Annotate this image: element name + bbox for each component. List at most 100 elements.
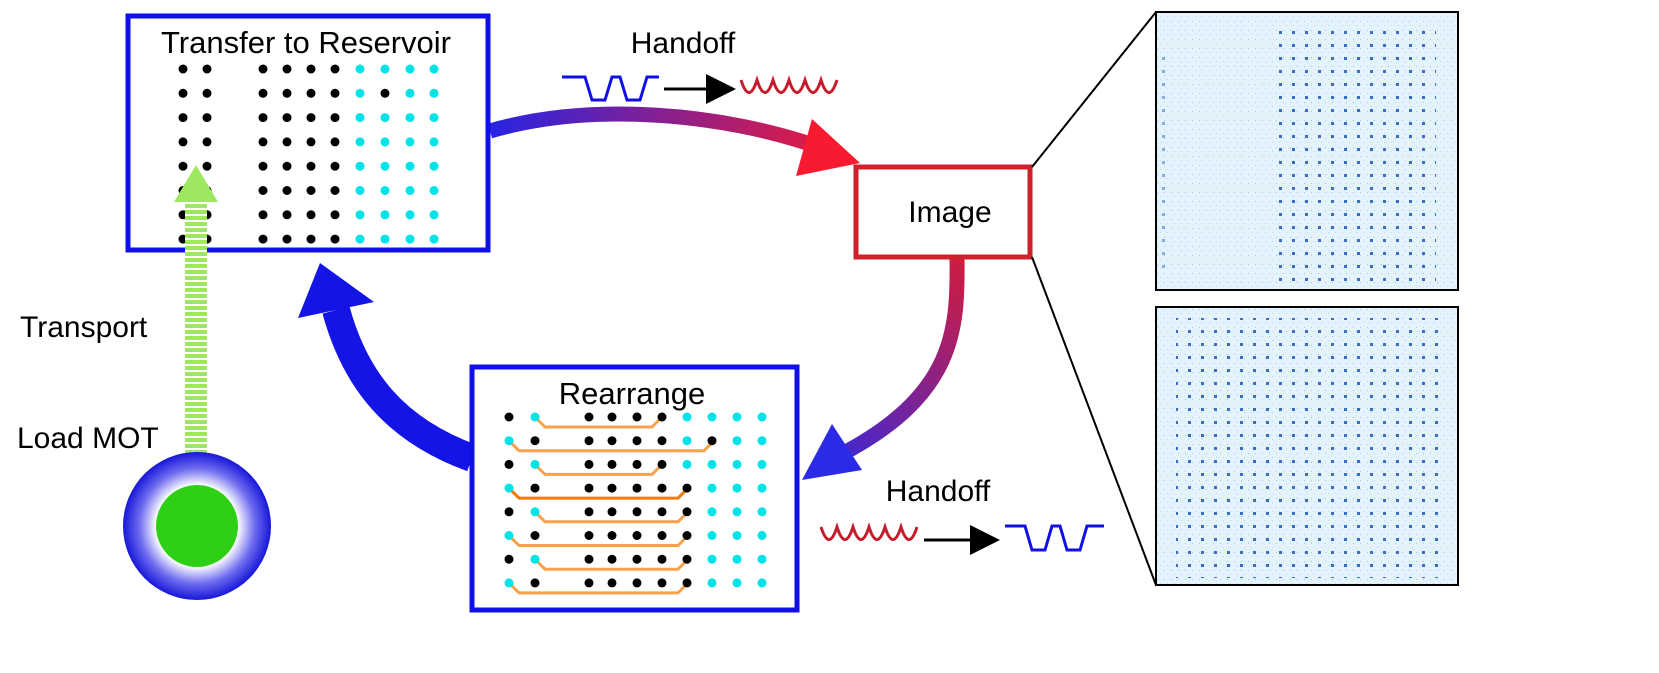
image-box: Image [853, 164, 1033, 260]
atom-dot [330, 137, 340, 147]
atom-dot [504, 412, 514, 422]
atom-dot [330, 88, 340, 98]
arrow-to-reservoir [298, 263, 477, 472]
atom-dot [657, 554, 667, 564]
atom-dot [530, 554, 540, 564]
atom-dot [282, 161, 292, 171]
atom-dot [330, 234, 340, 244]
zoom-lines [1031, 11, 1157, 586]
atom-dot [607, 554, 617, 564]
handoff-top-label: Handoff [631, 27, 736, 60]
atom-dot [202, 137, 212, 147]
atom-dot [584, 507, 594, 517]
atom-dot [707, 436, 717, 446]
atom-dot [707, 578, 717, 588]
atom-dot [707, 412, 717, 422]
move-path [507, 534, 688, 547]
atom-dot [757, 412, 767, 422]
atom-dot [282, 234, 292, 244]
move-path [533, 415, 662, 429]
atom-dot [355, 64, 365, 74]
atom-dot [584, 412, 594, 422]
atom-dot [732, 531, 742, 540]
atom-dot [504, 531, 514, 540]
atom-dot [355, 113, 365, 123]
atom-dot [380, 88, 390, 98]
move-path [507, 581, 688, 595]
atom-dot [682, 412, 692, 422]
atom-dot [530, 578, 540, 588]
atom-dot [632, 531, 642, 540]
atom-dot [405, 234, 415, 244]
atom-dot [707, 459, 717, 469]
atom-dot [429, 113, 439, 123]
atom-dot [258, 137, 268, 147]
move-path [507, 439, 714, 453]
atom-dot [355, 186, 365, 195]
atom-dot [282, 64, 292, 74]
move-path [533, 510, 688, 524]
atom-dot [258, 234, 268, 244]
atom-dot [306, 186, 316, 195]
arrow-to-rearrange [802, 257, 965, 480]
atom-dot [632, 483, 642, 493]
move-path [533, 463, 662, 476]
atom-dot [306, 64, 316, 74]
move-path [507, 487, 688, 500]
atom-dot [607, 483, 617, 493]
atom-dot [757, 507, 767, 517]
atom-dot [504, 554, 514, 564]
atom-dot [330, 186, 340, 195]
atom-dot [607, 459, 617, 469]
atom-dot [355, 88, 365, 98]
atom-dot [632, 459, 642, 469]
atom-dot [306, 161, 316, 171]
atom-dot [732, 459, 742, 469]
atom-dot [657, 531, 667, 540]
atom-dot [258, 88, 268, 98]
atom-dot [732, 436, 742, 446]
atom-dot [380, 210, 390, 220]
atom-dot [632, 412, 642, 422]
atom-dot [178, 88, 188, 98]
handoff-bottom-label: Handoff [886, 475, 991, 508]
atom-dot [757, 483, 767, 493]
atom-dot [707, 554, 717, 564]
atom-dot [530, 531, 540, 540]
atom-dot [607, 531, 617, 540]
atom-dot [732, 483, 742, 493]
image-label: Image [908, 196, 991, 229]
atom-dot [380, 234, 390, 244]
atom-dot [707, 507, 717, 517]
load-mot-label: Load MOT [17, 422, 159, 455]
atom-dot [405, 210, 415, 220]
atom-dot [306, 234, 316, 244]
move-path [533, 558, 688, 571]
atom-dot [202, 113, 212, 123]
transfer-box: Transfer to Reservoir [125, 13, 491, 253]
atom-dot [757, 554, 767, 564]
atom-dot [584, 483, 594, 493]
atom-dot [732, 554, 742, 564]
atom-dot [282, 88, 292, 98]
atom-dot [682, 436, 692, 446]
arrow-icon [802, 424, 862, 480]
transfer-title: Transfer to Reservoir [161, 25, 451, 60]
atom-dot [657, 459, 667, 469]
trap-waveform-icon [1005, 524, 1104, 552]
atom-dot [707, 531, 717, 540]
atom-dot [405, 137, 415, 147]
atom-dot [380, 137, 390, 147]
atom-dot [282, 210, 292, 220]
atom-dot [429, 137, 439, 147]
atom-dot [657, 483, 667, 493]
atom-dot [530, 507, 540, 517]
atom-dot [657, 412, 667, 422]
atom-dot [306, 88, 316, 98]
atom-dot [607, 412, 617, 422]
atom-dot [682, 507, 692, 517]
transport-label: Transport [20, 311, 148, 344]
atom-dot [682, 459, 692, 469]
atom-dot [757, 436, 767, 446]
rearrange-title: Rearrange [559, 376, 705, 411]
